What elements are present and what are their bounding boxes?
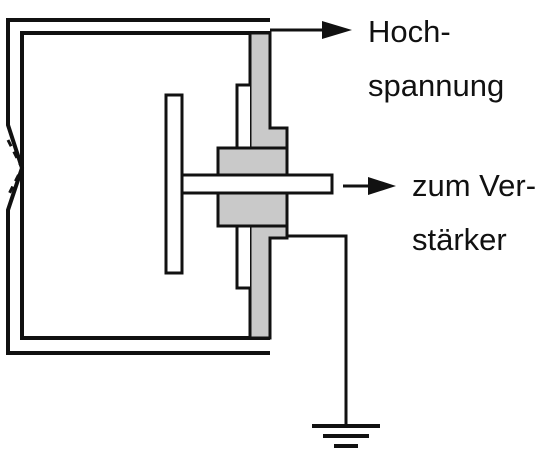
- hv-label-line2: spannung: [368, 68, 504, 103]
- amp-arrow-head: [368, 177, 396, 195]
- amp-label-line2: stärker: [412, 222, 507, 257]
- ground-symbol: [312, 424, 380, 448]
- signal-rod: [180, 173, 334, 195]
- entrance-window: [6, 139, 24, 197]
- amp-label-line1: zum Ver-: [412, 168, 536, 203]
- ground-wire: [287, 234, 348, 426]
- hv-arrow-head: [322, 21, 352, 39]
- hv-label-line1: Hoch-: [368, 14, 451, 49]
- collector-plate: [164, 93, 184, 275]
